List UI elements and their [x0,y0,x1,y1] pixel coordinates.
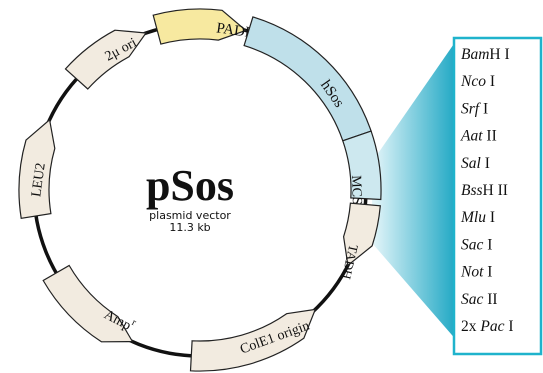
ampr-gene-arrow [42,264,134,343]
cole1-origin-arrow [189,308,317,372]
leu2-gene-label: LEU2 [29,162,49,198]
leu2-gene-arrow [18,118,56,219]
tadh-terminator-arrow [342,202,381,267]
mcs-site-item: Nco I [460,73,495,90]
mcs-site-list: BamH I Nco I Srf I Aat II Sal I BssH II Mlu I S… [460,46,514,335]
plasmid-name: pSos [146,161,234,210]
mcs-site-item: Sal I [461,155,490,172]
hsos-gene-arrow [243,16,372,142]
mcs-site-item: BamH I [461,46,510,63]
padh-promoter-arrow [152,8,247,45]
plasmid-subtitle: plasmid vector [149,209,231,222]
mcs-expansion-wedge [372,38,458,342]
mcs-region-label: MCS [348,175,364,205]
mcs-site-box [452,36,543,356]
mcs-region-arrow [342,130,382,201]
mcs-site-item: Srf I [461,100,488,117]
mcs-site-item: Sac II [461,291,498,308]
2mu-ori-arrow [64,29,148,90]
mcs-site-item: Not I [460,264,492,281]
mcs-site-item: Sac I [461,236,492,253]
mcs-site-item: 2x Pac I [461,318,514,335]
plasmid-size: 11.3 kb [169,221,210,234]
tadh-terminator-label: TADH [339,243,362,281]
mcs-site-item: Mlu I [460,209,495,226]
mcs-site-item: Aat II [460,128,497,145]
mcs-site-item: BssH II [461,182,508,199]
